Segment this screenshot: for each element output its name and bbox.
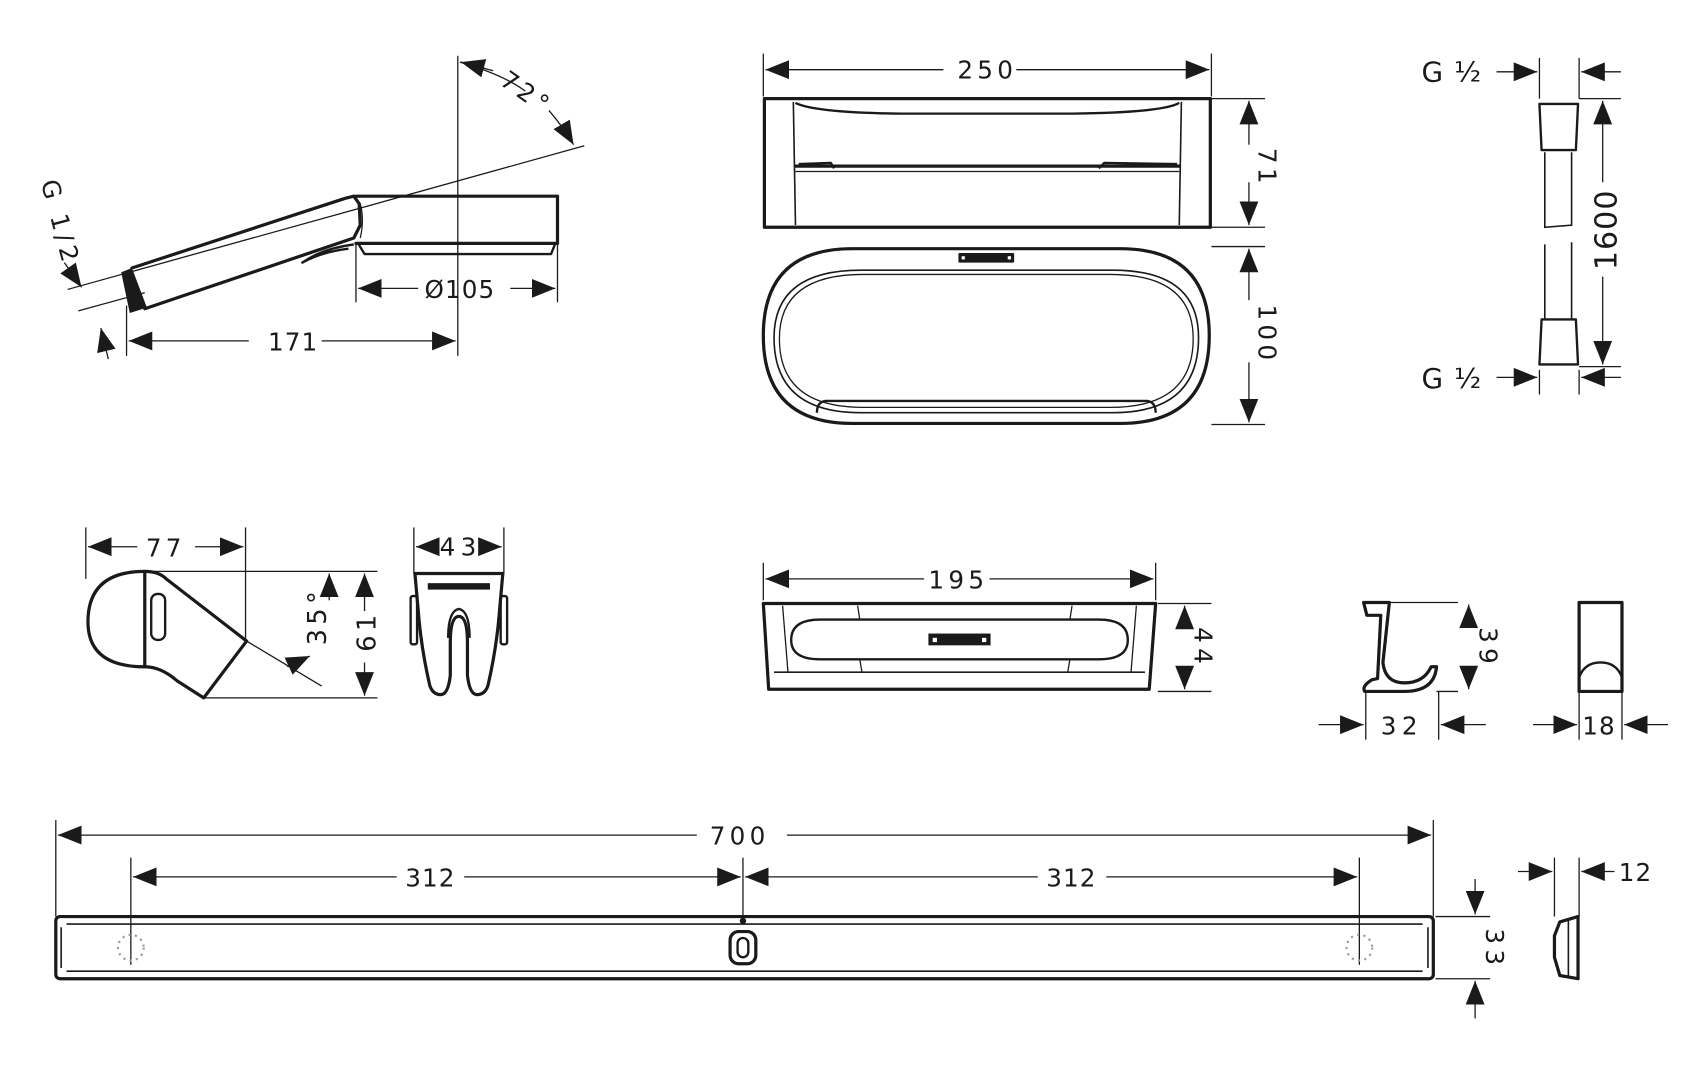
rail-right-spacing-label: 312 xyxy=(1046,864,1096,893)
hose-length-label: 1600 xyxy=(1590,190,1625,271)
rail-total-length-label: 700 xyxy=(710,822,770,851)
holder-width-label: 77 xyxy=(146,533,186,562)
holder-side-view: 77 35° 61 xyxy=(85,527,382,700)
holder-front-view: 43 xyxy=(409,527,509,697)
hand-shower-view: G 1/2 72° Ø105 171 xyxy=(35,55,585,360)
hose-bottom-connection-label: G ½ xyxy=(1422,362,1483,395)
shelf-front-width-label: 195 xyxy=(928,566,988,595)
hose-top-connection-label: G ½ xyxy=(1422,55,1483,88)
hand-shower-diameter-label: Ø105 xyxy=(425,275,496,304)
holder-front-width-label: 43 xyxy=(440,532,482,561)
shelf-front-view: 195 44 xyxy=(761,562,1217,693)
shelf-front-height-label: 44 xyxy=(1188,627,1217,669)
hand-shower-length-label: 171 xyxy=(268,328,318,357)
rail-view: 700 312 312 33 12 xyxy=(54,820,1653,1019)
shelf-depth-label: 100 xyxy=(1253,304,1282,364)
shelf-height-label: 71 xyxy=(1253,148,1282,188)
rail-left-spacing-label: 312 xyxy=(405,864,455,893)
hand-shower-connection-label: G 1/2 xyxy=(35,176,86,269)
hand-shower-angle-label: 72° xyxy=(495,65,558,121)
shelf-top-view: 250 71 100 xyxy=(761,53,1282,426)
hose-view: G ½ G ½ 1600 xyxy=(1422,55,1625,395)
holder-angle-label: 35° xyxy=(303,587,333,645)
rail-height-label: 33 xyxy=(1480,928,1509,970)
hook-front-width-label: 18 xyxy=(1582,711,1616,740)
hook-front-view: 18 xyxy=(1533,600,1669,740)
hook-side-view: 39 32 xyxy=(1318,600,1502,740)
rail-depth-label: 12 xyxy=(1619,858,1653,887)
holder-height-label: 61 xyxy=(352,610,382,651)
hook-width-label: 32 xyxy=(1381,711,1423,740)
hook-height-label: 39 xyxy=(1473,627,1502,669)
shelf-width-label: 250 xyxy=(957,55,1017,84)
